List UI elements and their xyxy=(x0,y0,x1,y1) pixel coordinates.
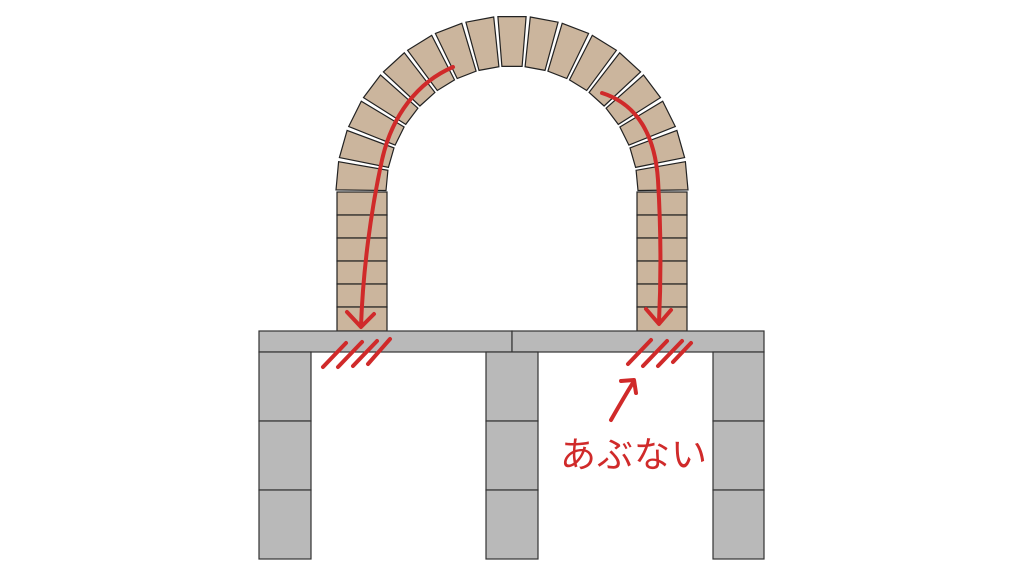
right-load-arrow xyxy=(600,91,663,324)
pier-brick xyxy=(336,237,388,262)
left-arrowhead xyxy=(345,310,376,329)
right-arrowhead xyxy=(644,307,673,326)
voussoir-brick xyxy=(605,74,662,126)
column-block xyxy=(712,489,765,560)
pier-brick xyxy=(336,191,388,216)
voussoir-brick xyxy=(335,160,389,192)
arch-voussoirs xyxy=(335,16,689,192)
column-block xyxy=(712,351,765,422)
column-block xyxy=(485,420,539,491)
voussoir-brick xyxy=(406,34,456,92)
column-block xyxy=(258,489,312,560)
voussoir-brick xyxy=(524,16,559,72)
voussoir-brick xyxy=(465,16,500,72)
voussoir-brick xyxy=(635,160,689,192)
support-column-middle xyxy=(485,351,539,560)
pointer-arrowhead xyxy=(619,378,638,395)
column-block xyxy=(485,351,539,422)
column-block xyxy=(258,420,312,491)
voussoir-brick xyxy=(568,34,618,92)
danger-annotation-text: あぶない xyxy=(560,435,709,476)
voussoir-brick xyxy=(338,129,395,169)
voussoir-brick xyxy=(362,74,419,126)
voussoir-brick xyxy=(434,22,477,80)
voussoir-brick xyxy=(382,51,436,107)
voussoir-brick xyxy=(547,22,590,80)
column-block xyxy=(712,420,765,491)
left-stress-hatching xyxy=(321,337,392,369)
support-column-right xyxy=(712,351,765,560)
right-stress-hatching xyxy=(626,338,693,368)
load-path-annotations xyxy=(321,65,693,422)
pointer-arrow xyxy=(609,379,636,422)
voussoir-brick xyxy=(619,100,677,146)
voussoir-brick xyxy=(497,16,527,68)
slab-right xyxy=(511,330,765,353)
voussoir-brick xyxy=(629,129,686,169)
left-load-arrow xyxy=(359,65,455,328)
column-block xyxy=(485,489,539,560)
column-block xyxy=(258,351,312,422)
support-column-left xyxy=(258,351,312,560)
pier-brick xyxy=(336,214,388,239)
slab-beam xyxy=(258,330,765,353)
pier-brick xyxy=(636,191,688,216)
